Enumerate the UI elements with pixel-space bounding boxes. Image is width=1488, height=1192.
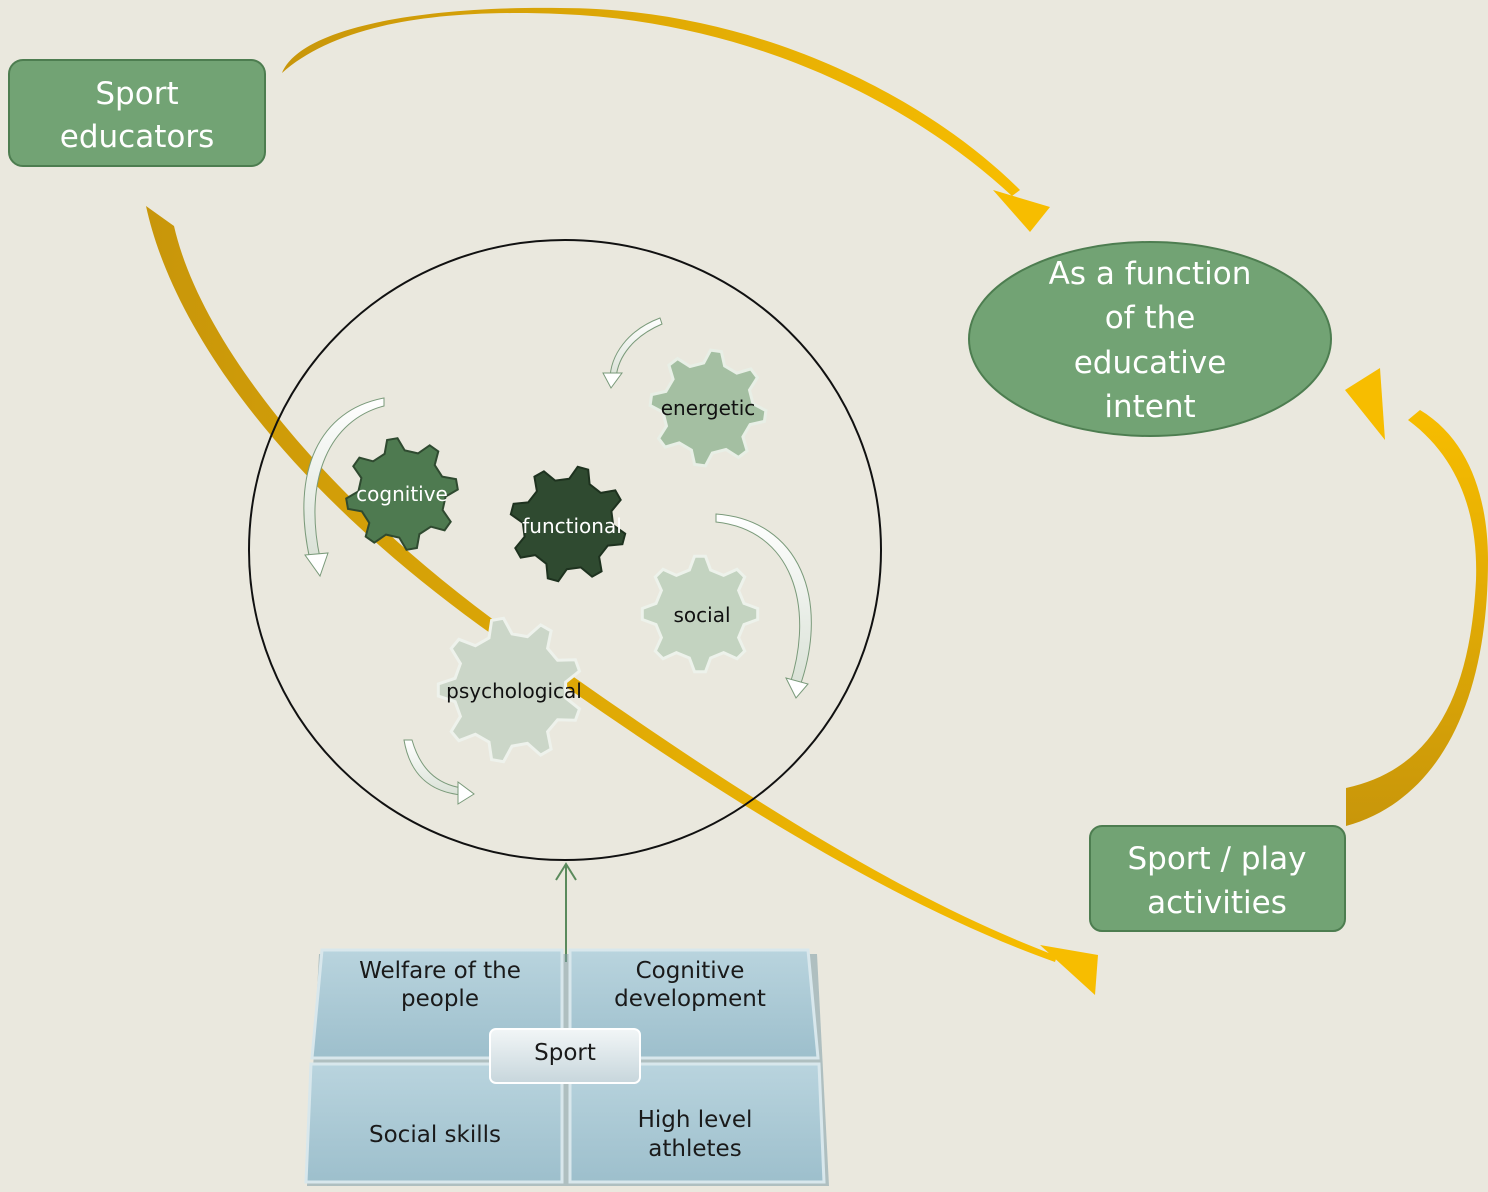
- gear-label-cognitive: cognitive: [356, 482, 448, 506]
- matrix-quadrant-bottom-right: [568, 1062, 826, 1184]
- node-sport-educators-line-1: Sport: [95, 76, 178, 112]
- arrow-activities-to-intent: [1345, 368, 1488, 826]
- node-educative-intent-line-2: of the: [1105, 300, 1196, 336]
- node-educative-intent-line-3: educative: [1074, 345, 1227, 381]
- matrix-label-bottom-right-2: athletes: [648, 1136, 741, 1162]
- rotation-arrow-social: [715, 513, 812, 699]
- connector-arrow-matrix-to-circle: [555, 862, 577, 962]
- node-educative-intent-line-1: As a function: [1049, 256, 1252, 292]
- matrix-center-tab: [489, 1028, 641, 1084]
- node-sport-play-activities-line-2: activities: [1147, 885, 1287, 921]
- sport-matrix: Welfare of the people Cognitive developm…: [304, 948, 829, 1186]
- gear-functional: functional: [509, 465, 627, 583]
- gear-psychological: psychological: [436, 616, 582, 764]
- matrix-label-top-left-2: people: [401, 986, 479, 1012]
- gear-cognitive: cognitive: [345, 437, 459, 551]
- node-sport-educators-line-2: educators: [60, 119, 214, 155]
- node-educative-intent: As a function of the educative intent: [968, 241, 1332, 437]
- arrow-educators-to-activities: [146, 206, 1098, 995]
- matrix-quadrant-bottom-left: [304, 1062, 564, 1184]
- matrix-label-bottom-right-1: High level: [638, 1107, 753, 1133]
- node-sport-educators: Sport educators: [8, 59, 266, 167]
- gear-label-social: social: [673, 603, 730, 627]
- rotation-arrow-psychological: [403, 739, 475, 805]
- gear-social: social: [640, 554, 760, 674]
- gear-energetic: energetic: [648, 348, 768, 468]
- rotation-arrow-cognitive: [303, 397, 385, 578]
- matrix-label-top-right-1: Cognitive: [636, 958, 745, 984]
- node-sport-play-activities-line-1: Sport / play: [1127, 841, 1306, 877]
- arrow-educators-to-intent: [282, 7, 1050, 232]
- gear-label-functional: functional: [522, 514, 622, 538]
- rotation-arrow-energetic: [602, 317, 663, 389]
- matrix-label-top-right-2: development: [614, 986, 766, 1012]
- node-educative-intent-line-4: intent: [1104, 389, 1195, 425]
- node-sport-play-activities: Sport / play activities: [1089, 825, 1346, 932]
- matrix-label-top-left-1: Welfare of the: [359, 958, 521, 984]
- matrix-label-bottom-left: Social skills: [369, 1122, 501, 1148]
- domains-circle: [248, 239, 882, 861]
- matrix-center-label: Sport: [534, 1040, 596, 1066]
- gear-label-energetic: energetic: [661, 396, 756, 420]
- gear-label-psychological: psychological: [446, 679, 582, 703]
